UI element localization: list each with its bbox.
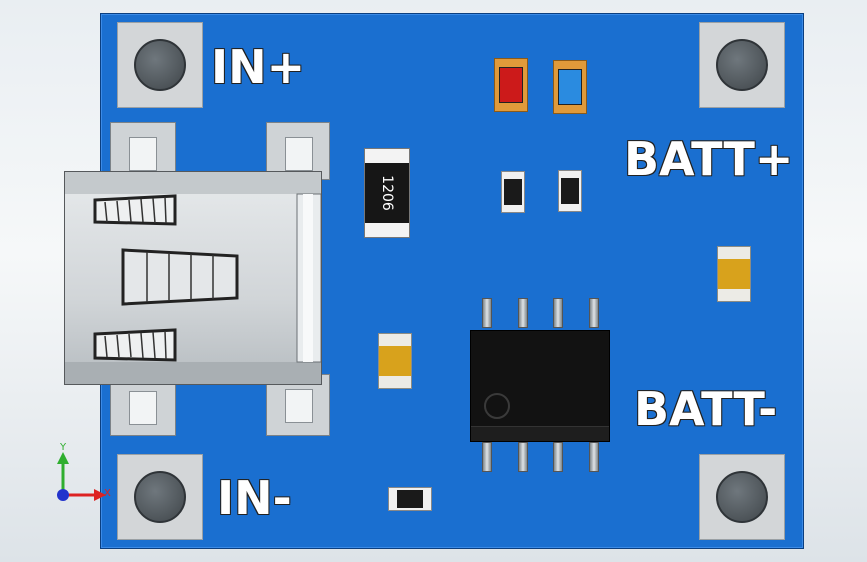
label-batt-plus: BATT+: [624, 132, 794, 186]
ic-pin1-marker: [484, 393, 510, 419]
ic-pin: [553, 442, 563, 472]
ic-pin: [482, 442, 492, 472]
ic-pin: [553, 298, 563, 328]
label-batt-minus: BATT-: [634, 382, 778, 436]
pad-in-minus: [117, 454, 203, 540]
pad-batt-minus: [699, 454, 785, 540]
resistor-1206: 1206: [364, 148, 410, 238]
resistor-small-1: [501, 171, 525, 213]
resistor-1206-body: [365, 163, 409, 223]
resistor-small-2: [558, 170, 582, 212]
usb-detail-drawing: [65, 172, 321, 384]
led-blue-lens: [558, 69, 582, 105]
led-red: [494, 58, 528, 112]
resistor-small-3: [388, 487, 432, 511]
ic-pin: [589, 442, 599, 472]
ic-chip: [470, 330, 610, 442]
pad-hole: [134, 471, 186, 523]
capacitor-left: [378, 333, 412, 389]
led-red-lens: [499, 67, 523, 103]
pad-batt-plus: [699, 22, 785, 108]
ic-pin: [482, 298, 492, 328]
ic-pin: [518, 298, 528, 328]
ic-pin: [589, 298, 599, 328]
usb-tab-top-right: [266, 122, 330, 180]
resistor-code-label: 1206: [379, 175, 395, 211]
mini-usb-connector: [64, 171, 322, 385]
axis-label-x: X: [104, 488, 111, 499]
axis-label-y: Y: [60, 442, 67, 453]
ic-pin: [518, 442, 528, 472]
capacitor-right: [717, 246, 751, 302]
pad-hole: [134, 39, 186, 91]
usb-tab-top-left: [110, 122, 176, 180]
pad-hole: [716, 39, 768, 91]
led-blue: [553, 60, 587, 114]
axis-triad: [57, 452, 106, 501]
label-in-plus: IN+: [211, 40, 306, 94]
pad-hole: [716, 471, 768, 523]
pad-in-plus: [117, 22, 203, 108]
usb-tab-bottom-left: [110, 378, 176, 436]
label-in-minus: IN-: [217, 471, 292, 525]
